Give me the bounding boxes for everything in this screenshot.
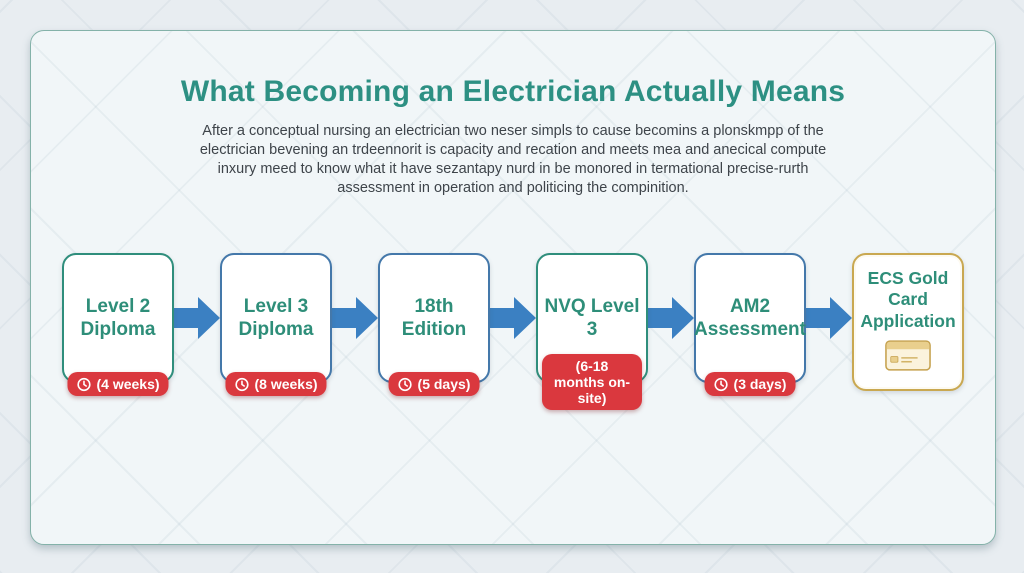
step-title: NVQ Level 3 xyxy=(544,295,640,340)
step-box: ECS Gold Card Application xyxy=(852,253,964,391)
arrow-right-icon xyxy=(490,292,536,349)
badge-label: (4 weeks) xyxy=(96,376,160,392)
duration-badge: (5 days) xyxy=(388,372,480,396)
arrow-right-icon xyxy=(332,292,378,349)
duration-badge: (8 weeks) xyxy=(225,372,327,396)
badge-label: (5 days) xyxy=(417,376,471,392)
arrow-right-icon xyxy=(806,292,852,349)
clock-icon xyxy=(398,377,412,391)
description-line: electrician bevening an trdeennorit is c… xyxy=(199,142,827,158)
flow-step: ECS Gold Card Application xyxy=(852,253,964,391)
gold-card-icon xyxy=(885,340,931,371)
description-line: inxury meed to know what it have sezanta… xyxy=(217,161,809,177)
arrow-right-icon xyxy=(648,292,694,349)
description-line: assessment in operation and politicing t… xyxy=(337,180,689,196)
clock-icon xyxy=(77,377,91,391)
duration-badge: (6-18 months on-site) xyxy=(542,353,642,410)
badge-label: (8 weeks) xyxy=(254,376,318,392)
step-title: ECS Gold Card Application xyxy=(860,267,956,331)
page-title: What Becoming an Electrician Actually Me… xyxy=(180,75,846,108)
flow-step: 18th Edition (5 days) xyxy=(378,253,490,396)
flow-step: Level 3 Diploma (8 weeks) xyxy=(220,253,332,396)
step-title: AM2 Assessment xyxy=(694,295,806,340)
description-line: After a conceptual nursing an electricia… xyxy=(202,123,824,139)
step-title: 18th Edition xyxy=(401,295,467,340)
clock-icon xyxy=(235,377,249,391)
flow-diagram: Level 2 Diploma (4 weeks) Level 3 Diploma (… xyxy=(31,253,995,410)
badge-label: (3 days) xyxy=(733,376,787,392)
description: After a conceptual nursing an electricia… xyxy=(31,122,995,198)
step-box: AM2 Assessment xyxy=(694,253,806,383)
flow-step: AM2 Assessment (3 days) xyxy=(694,253,806,396)
step-title: Level 2 Diploma xyxy=(80,295,156,340)
infographic-panel: What Becoming an Electrician Actually Me… xyxy=(30,30,996,545)
flow-step: NVQ Level 3 (6-18 months on-site) xyxy=(536,253,648,410)
step-box: Level 3 Diploma xyxy=(220,253,332,383)
step-title: Level 3 Diploma xyxy=(238,295,314,340)
flow-step: Level 2 Diploma (4 weeks) xyxy=(62,253,174,396)
duration-badge: (3 days) xyxy=(704,372,796,396)
step-box: 18th Edition xyxy=(378,253,490,383)
duration-badge: (4 weeks) xyxy=(67,372,169,396)
clock-icon xyxy=(714,377,728,391)
gold-card-icon xyxy=(885,340,931,376)
arrow-right-icon xyxy=(174,292,220,349)
step-box: Level 2 Diploma xyxy=(62,253,174,383)
badge-label: (6-18 months on-site) xyxy=(553,357,631,406)
